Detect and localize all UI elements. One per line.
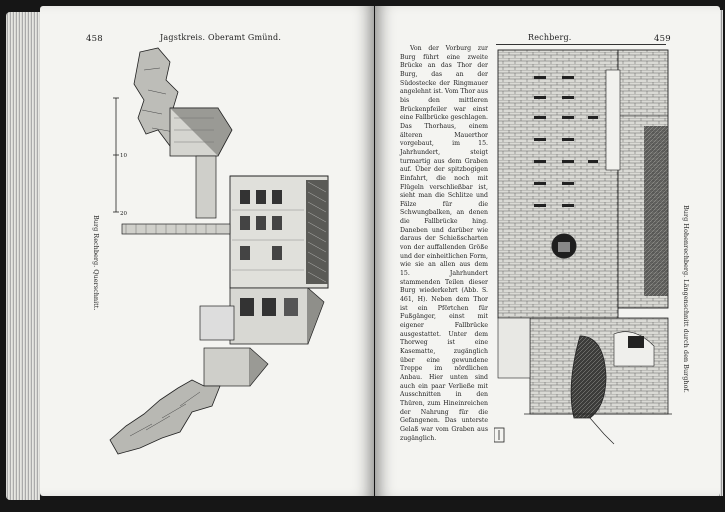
lower-gate-tower [229,287,325,345]
central-keep [229,175,329,289]
right-body-text: Von der Vorburg zur Burg führt eine zwei… [400,45,488,443]
window-slots [534,76,598,207]
scale-bar [113,97,119,213]
right-running-head: Rechberg. [528,33,572,42]
left-scale-label-20: 20 [120,211,127,217]
left-figure-caption: Burg Rechberg. Querschnitt. [92,215,100,311]
left-page-number: 458 [86,34,103,44]
bridge-beam [121,223,231,235]
lower-small-tower [199,305,269,387]
castle-cross-section-figure [109,47,329,455]
upper-tower [169,107,233,157]
left-running-head: Jagstkreis. Oberamt Gmünd. [160,33,282,42]
main-wall [497,49,619,319]
right-page-number: 459 [654,34,671,44]
upper-wall [195,155,217,219]
right-scale-bar [494,427,505,443]
right-figure-caption: Burg Hohenrechberg. Längenschnitt durch … [682,205,690,393]
left-scale-label-10: 10 [120,153,127,159]
rock-outcrop-bottom [109,379,221,455]
right-header-rule [496,44,666,45]
page-edges-left [6,12,40,500]
body-paragraph: Von der Vorburg zur Burg führt eine zwei… [400,45,489,442]
vaulted-cellar [570,335,607,419]
castle-longitudinal-section-figure [494,49,672,445]
ground-line [524,413,672,445]
